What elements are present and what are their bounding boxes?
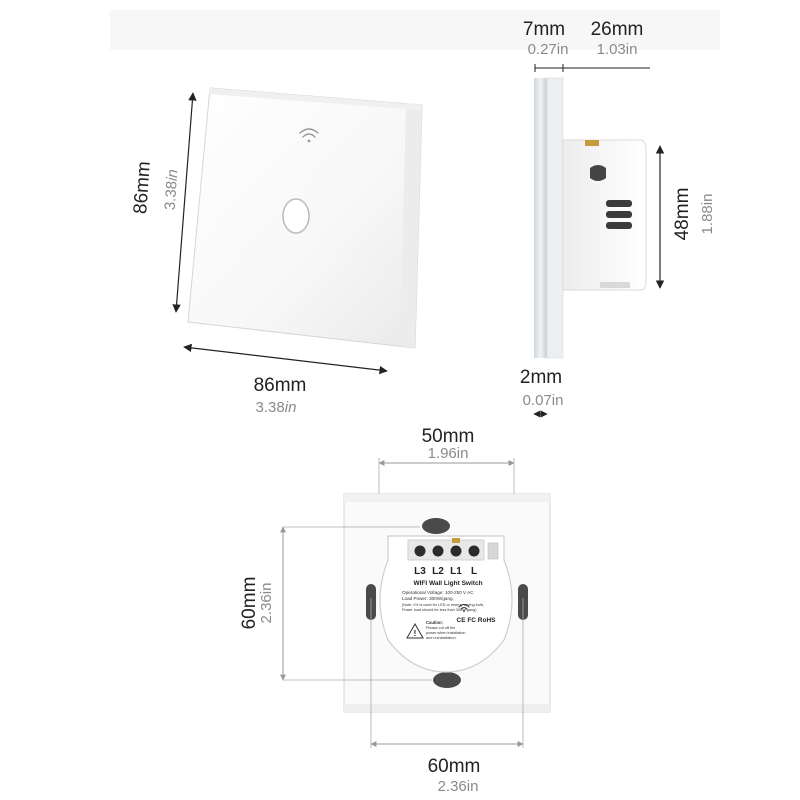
back-view: 50mm 1.96in L3 L2 L1 L WIFI Wall Light S… [239, 426, 551, 795]
side-vent-1 [606, 200, 632, 207]
side-glass-panel [534, 78, 547, 358]
label-caution-title: Caution: [426, 620, 443, 625]
mounting-slot-top [422, 518, 450, 534]
label-certification: CE FC RoHS [457, 617, 497, 624]
front-width-dimension-line [183, 343, 388, 375]
top-band [110, 10, 720, 50]
label-wifi-icon [458, 604, 470, 612]
side-box-height-mm: 48mm [672, 188, 693, 241]
terminal-label-L1: L1 [450, 566, 462, 577]
side-panel-thickness-mm: 2mm [520, 367, 562, 388]
label-caution-1: Please cut off the [426, 626, 455, 630]
label-note-1: (Note: If it is used for LED or energy s… [402, 603, 484, 607]
label-note-2: Power load should be less than 300W/gang… [402, 608, 477, 612]
terminal-side-cap [487, 542, 499, 560]
terminal-label-L: L [471, 566, 477, 577]
side-back-box [562, 139, 647, 291]
front-panel-top-edge [208, 88, 422, 110]
back-height-mm: 60mm [239, 577, 260, 630]
back-outer-width-in: 2.36in [438, 778, 479, 795]
front-height-dimension-line [172, 92, 197, 313]
front-height-mm: 86mm [130, 161, 155, 215]
side-box-height-in: 1.88in [699, 194, 716, 235]
terminal-L2 [432, 545, 444, 557]
terminal-block [407, 539, 485, 561]
side-depth-mm: 26mm [591, 19, 644, 40]
label-load: Load Power: 300W/gang. [402, 596, 454, 601]
front-height-in: 3.38in [162, 169, 182, 211]
side-depth-in: 1.03in [597, 41, 638, 58]
mounting-slot-bottom [433, 672, 461, 688]
side-frame [546, 77, 564, 359]
back-outer-width-mm: 60mm [428, 756, 481, 777]
back-inner-width-in: 1.96in [428, 445, 469, 462]
label-title: WIFI Wall Light Switch [413, 580, 482, 587]
terminal-label-L2: L2 [432, 566, 444, 577]
front-width-mm: 86mm [254, 375, 307, 396]
terminal-label-L3: L3 [414, 566, 426, 577]
touch-button [282, 198, 310, 234]
side-glass-mm: 7mm [523, 19, 565, 40]
side-vent-2 [606, 211, 632, 218]
back-height-in: 2.36in [258, 583, 275, 624]
terminal-screw-accent [452, 538, 460, 543]
side-vent-3 [606, 222, 632, 229]
terminal-L [468, 545, 480, 557]
back-inner-width-mm: 50mm [422, 426, 475, 447]
wifi-icon [299, 128, 319, 143]
front-panel-edge [400, 103, 422, 348]
front-view: 86mm 3.38in 86mm 3.38in [130, 87, 423, 416]
label-caution-3: and uninstallation. [426, 636, 457, 640]
terminal-L3 [414, 545, 426, 557]
side-clip [590, 165, 606, 181]
svg-text:!: ! [414, 629, 417, 638]
label-caution-2: power when installation [426, 631, 465, 635]
side-bottom-notch [600, 282, 630, 288]
label-voltage: Operational Voltage: 100-250 V AC [402, 590, 474, 595]
side-terminal-screw [585, 140, 599, 146]
side-glass-in: 0.27in [528, 41, 569, 58]
side-panel-thickness-in: 0.07in [523, 392, 564, 409]
front-width-in: 3.38in [256, 399, 297, 416]
terminal-L1 [450, 545, 462, 557]
side-view: 7mm 0.27in 26mm 1.03in 48mm 1.88in 2mm 0… [520, 19, 716, 418]
caution-icon [406, 622, 424, 639]
